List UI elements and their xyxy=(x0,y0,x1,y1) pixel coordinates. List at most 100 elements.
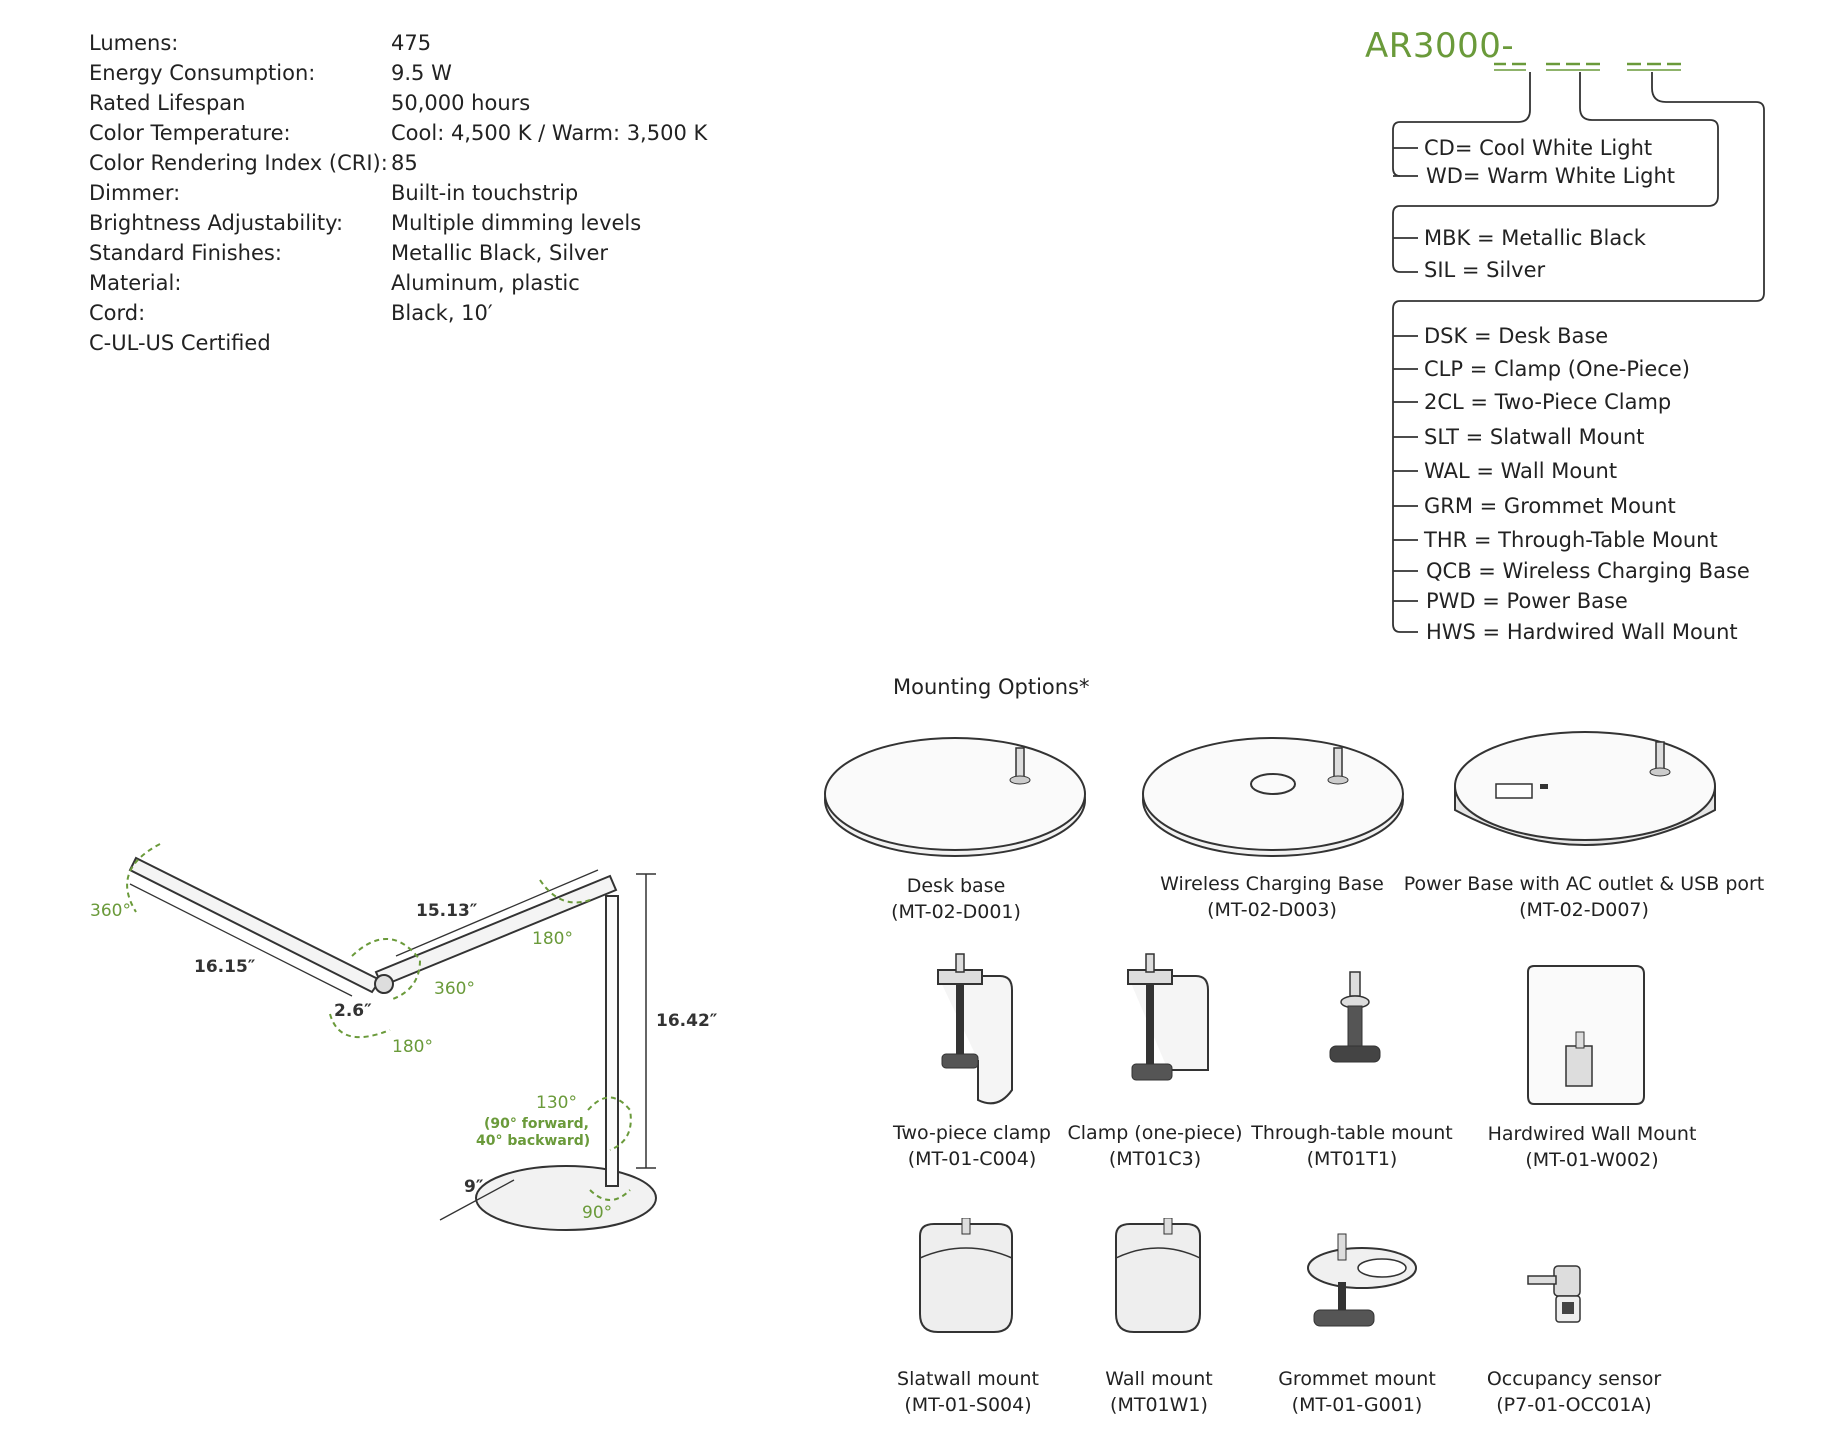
spec-label: Color Rendering Index (CRI): xyxy=(89,151,388,175)
mount-code: (MT-01-W002) xyxy=(1525,1149,1659,1171)
color-option-cd: CD= Cool White Light xyxy=(1424,136,1653,160)
spec-label: Energy Consumption: xyxy=(89,61,316,85)
mount-name: Through-table mount xyxy=(1251,1122,1453,1144)
mount-option: CLP = Clamp (One-Piece) xyxy=(1424,357,1690,381)
mount-caption: Clamp (one-piece) (MT01C3) xyxy=(1068,1120,1243,1172)
mount-option: WAL = Wall Mount xyxy=(1424,459,1618,483)
mount-caption: Two-piece clamp (MT-01-C004) xyxy=(893,1120,1051,1172)
rotation-arcs xyxy=(126,843,632,1201)
angle-label: 360° xyxy=(434,979,475,999)
wireless-charging-base-image xyxy=(1142,737,1404,857)
spec-label: Lumens: xyxy=(89,31,179,55)
lamp-dimension-diagram: 16.15″ 15.13″ 2.6″ 16.42″ 9″ 360° 360° 1… xyxy=(90,843,718,1231)
mounting-options-title: Mounting Options* xyxy=(893,675,1090,699)
dim-height-label: 16.42″ xyxy=(656,1011,718,1031)
mount-code: (MT01T1) xyxy=(1306,1148,1398,1170)
mount-name: Power Base with AC outlet & USB port xyxy=(1403,873,1765,895)
mount-code: (MT01C3) xyxy=(1108,1148,1202,1170)
color-option-wd: WD= Warm White Light xyxy=(1426,164,1676,188)
mount-name: Occupancy sensor xyxy=(1486,1368,1662,1390)
spec-label: Standard Finishes: xyxy=(89,241,282,265)
lamp-head-arm xyxy=(128,856,382,994)
spec-label: Dimmer: xyxy=(89,181,181,205)
mount-option: QCB = Wireless Charging Base xyxy=(1426,559,1750,583)
lamp-pole xyxy=(605,895,619,1187)
spec-value: Aluminum, plastic xyxy=(391,271,580,295)
mount-code: (MT-02-D003) xyxy=(1207,899,1337,921)
mount-option: GRM = Grommet Mount xyxy=(1424,494,1676,518)
mount-code: (MT-02-D007) xyxy=(1519,899,1649,921)
occupancy-sensor-image xyxy=(1527,1265,1581,1323)
mount-caption: Wall mount (MT01W1) xyxy=(1105,1366,1212,1418)
spec-label: Cord: xyxy=(89,301,146,325)
mount-name: Wall mount xyxy=(1105,1368,1213,1390)
spec-value: Multiple dimming levels xyxy=(391,211,642,235)
model-code-connectors xyxy=(1392,62,1765,633)
spec-value: 475 xyxy=(391,31,432,55)
mount-caption: Grommet mount (MT-01-G001) xyxy=(1278,1366,1436,1418)
two-piece-clamp-image xyxy=(937,953,1013,1105)
mount-name: Desk base xyxy=(906,875,1006,897)
wall-mount-image xyxy=(1115,1218,1201,1333)
slatwall-mount-image xyxy=(919,1218,1013,1333)
mount-caption: Power Base with AC outlet & USB port (MT-… xyxy=(1404,871,1765,923)
mount-code: (MT-01-C004) xyxy=(907,1148,1037,1170)
mount-caption: Hardwired Wall Mount (MT-01-W002) xyxy=(1488,1121,1697,1173)
arm-dimension-lines xyxy=(129,869,599,1221)
angle-label: 360° xyxy=(90,901,131,921)
mount-name: Two-piece clamp xyxy=(893,1122,1051,1144)
mount-code: (MT-01-G001) xyxy=(1291,1394,1423,1416)
model-code-blanks xyxy=(1494,62,1681,71)
angle-note: (90° forward, xyxy=(484,1116,589,1132)
dim-arm2-label: 15.13″ xyxy=(416,901,478,921)
grommet-mount-image xyxy=(1307,1233,1417,1327)
lamp-base xyxy=(475,1165,657,1231)
mount-name: Grommet mount xyxy=(1278,1368,1436,1390)
mount-caption: Slatwall mount(MT-01-S004) xyxy=(897,1366,1039,1418)
finish-option-mbk: MBK = Metallic Black xyxy=(1424,226,1646,250)
angle-label: 90° xyxy=(582,1203,612,1223)
spec-value: Metallic Black, Silver xyxy=(391,241,609,265)
angle-note: 40° backward) xyxy=(476,1133,590,1149)
mount-option: SLT = Slatwall Mount xyxy=(1424,425,1645,449)
specifications-table: Lumens: 475 Energy Consumption: 9.5 W Rate… xyxy=(89,28,749,368)
spec-label: Color Temperature: xyxy=(89,121,291,145)
angle-label: 180° xyxy=(392,1037,433,1057)
mount-option: THR = Through-Table Mount xyxy=(1424,528,1718,552)
angle-label: 130° xyxy=(536,1093,577,1113)
spec-value: Built-in touchstrip xyxy=(391,181,579,205)
spec-value: 9.5 W xyxy=(391,61,452,85)
bracket-lines xyxy=(1392,72,1765,633)
mount-caption: Occupancy sensor (P7-01-OCC01A) xyxy=(1487,1366,1661,1418)
model-code-prefix: AR3000- xyxy=(1365,26,1515,66)
hardwired-wall-mount-image xyxy=(1527,965,1645,1105)
dim-arm1-label: 16.15″ xyxy=(194,957,256,977)
lamp-joint xyxy=(374,974,394,994)
mount-caption: Wireless Charging Base (MT-02-D003) xyxy=(1160,871,1384,923)
mount-name: Clamp (one-piece) xyxy=(1067,1122,1243,1144)
mount-code: (MT-02-D001) xyxy=(891,901,1021,923)
mount-code: (MT-01-S004) xyxy=(904,1394,1032,1416)
through-table-mount-image xyxy=(1329,971,1381,1063)
spec-value: 50,000 hours xyxy=(391,91,531,115)
spec-value: 85 xyxy=(391,151,418,175)
dim-base-label: 9″ xyxy=(464,1177,484,1197)
lamp-upper-arm xyxy=(374,874,618,988)
mount-code: (MT01W1) xyxy=(1110,1394,1208,1416)
finish-option-sil: SIL = Silver xyxy=(1424,258,1546,282)
height-dimension-line xyxy=(636,873,656,1169)
dim-head-label: 2.6″ xyxy=(334,1001,372,1021)
mount-name: Wireless Charging Base xyxy=(1160,873,1384,895)
spec-label: C-UL-US Certified xyxy=(89,331,271,355)
spec-value: Black, 10′ xyxy=(391,301,493,325)
power-base-image xyxy=(1454,731,1716,846)
spec-label: Brightness Adjustability: xyxy=(89,211,344,235)
spec-value: Cool: 4,500 K / Warm: 3,500 K xyxy=(391,121,708,145)
one-piece-clamp-image xyxy=(1127,953,1209,1081)
mount-name: Hardwired Wall Mount xyxy=(1487,1123,1697,1145)
mount-code: (P7-01-OCC01A) xyxy=(1496,1394,1652,1416)
mount-caption: Through-table mount (MT01T1) xyxy=(1251,1120,1453,1172)
spec-label: Material: xyxy=(89,271,182,295)
spec-label: Rated Lifespan xyxy=(89,91,246,115)
desk-base-image xyxy=(824,737,1086,857)
